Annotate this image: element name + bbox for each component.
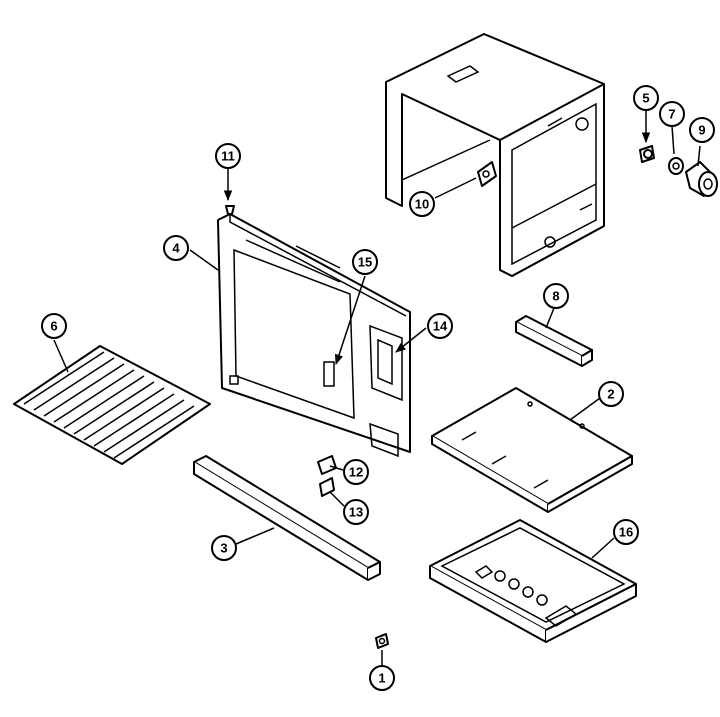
part-12-clip [317, 455, 337, 475]
leader-lines [53, 110, 701, 666]
callout-13-label: 13 [349, 505, 363, 520]
callout-12-label: 12 [349, 465, 363, 480]
part-3-rail [193, 455, 381, 581]
callout-10-label: 10 [415, 197, 429, 212]
part-10-clip [477, 161, 497, 187]
callout-14-label: 14 [433, 319, 448, 334]
part-8-rail [515, 315, 593, 367]
part-5-knob [639, 145, 655, 163]
callout-5-label: 5 [642, 91, 649, 106]
callout-13: 13 [343, 499, 369, 525]
callout-1: 1 [369, 665, 395, 691]
part-11-screw [225, 205, 235, 215]
part-1-nut [375, 633, 389, 649]
callout-16-label: 16 [619, 525, 633, 540]
callout-3-label: 3 [220, 541, 227, 556]
cabinet-shell [385, 33, 605, 277]
callout-10: 10 [409, 191, 435, 217]
part-6-oven-rack [13, 345, 211, 465]
callout-8: 8 [543, 283, 569, 309]
callout-2-label: 2 [607, 387, 614, 402]
callout-7: 7 [659, 101, 685, 127]
callout-16: 16 [613, 519, 639, 545]
callout-4: 4 [163, 235, 189, 261]
callout-2: 2 [598, 381, 624, 407]
callout-3: 3 [211, 535, 237, 561]
callout-14: 14 [427, 313, 453, 339]
callout-5: 5 [633, 85, 659, 111]
part-9-control-knob [685, 161, 718, 197]
callout-15-label: 15 [358, 255, 372, 270]
part-2-bottom-plate [431, 387, 633, 513]
callout-6: 6 [41, 313, 67, 339]
callout-4-label: 4 [172, 241, 180, 256]
callout-7-label: 7 [668, 107, 675, 122]
callout-9: 9 [689, 117, 715, 143]
callout-1-label: 1 [378, 671, 385, 686]
callout-11: 11 [215, 143, 241, 169]
callout-11-label: 11 [221, 149, 235, 164]
callout-6-label: 6 [50, 319, 57, 334]
callout-9-label: 9 [698, 123, 705, 138]
part-7-bushing [668, 157, 684, 175]
callout-15: 15 [352, 249, 378, 275]
callout-12: 12 [343, 459, 369, 485]
part-4-front-panel [217, 213, 411, 458]
callout-8-label: 8 [552, 289, 559, 304]
part-16-drawer [429, 519, 637, 643]
